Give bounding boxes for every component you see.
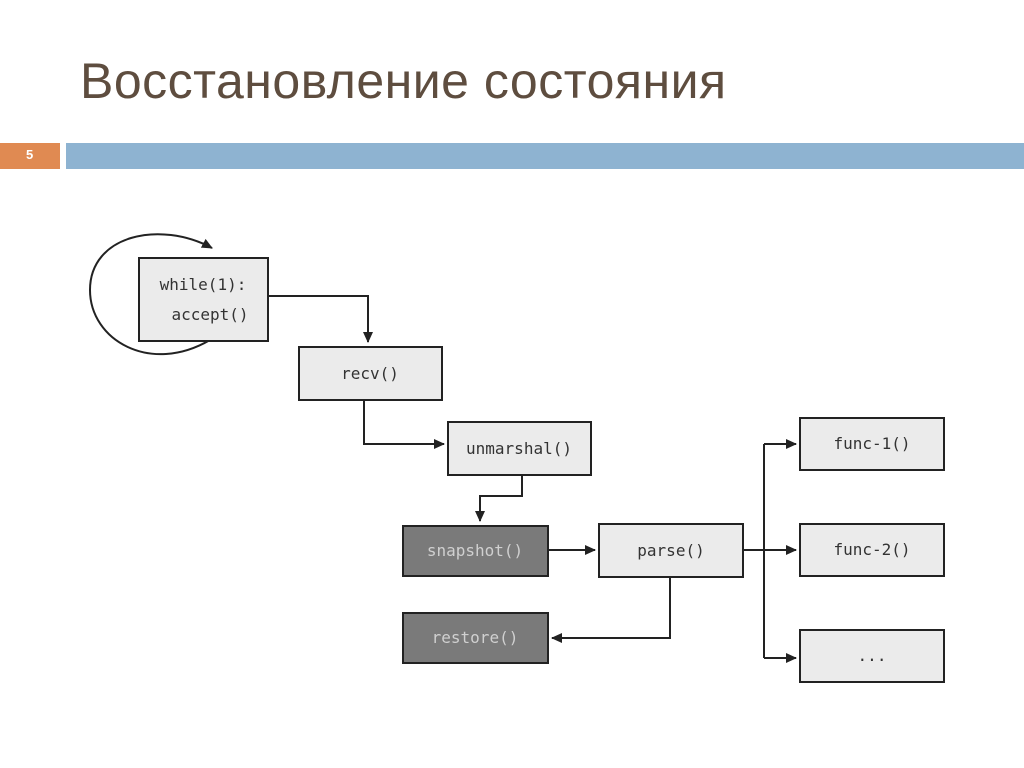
snapshot-label: snapshot(): [427, 541, 523, 560]
arrow-unmarshal-to-snapshot: [475, 475, 523, 522]
snapshot-box: [402, 525, 549, 577]
accept-label: accept(): [171, 305, 248, 324]
parse-label: parse(): [637, 541, 704, 560]
recv-box: [298, 346, 443, 401]
recv-label: recv(): [341, 364, 399, 383]
header-bar: [66, 143, 1024, 169]
func2-box: [799, 523, 945, 577]
page-number: 5: [0, 143, 60, 169]
restore-box: [402, 612, 549, 664]
func1-label: func-1(): [833, 434, 910, 453]
while-label: while(1):: [160, 275, 247, 294]
unmarshal-label: unmarshal(): [466, 439, 572, 458]
arrow-accept-to-recv: [268, 295, 373, 343]
unmarshal-box: [447, 421, 592, 476]
loop-arrow: [88, 233, 213, 356]
slide-title: Восстановление состояния: [80, 53, 727, 109]
arrow-parse-to-restore: [551, 578, 671, 643]
parse-box: [598, 523, 744, 578]
restore-label: restore(): [432, 628, 519, 647]
ellipsis-box: [799, 629, 945, 683]
func2-label: func-2(): [833, 540, 910, 559]
while-accept-box: [138, 257, 269, 342]
arrow-recv-to-unmarshal: [363, 400, 445, 449]
ellipsis-label: ...: [858, 646, 887, 665]
func1-box: [799, 417, 945, 471]
